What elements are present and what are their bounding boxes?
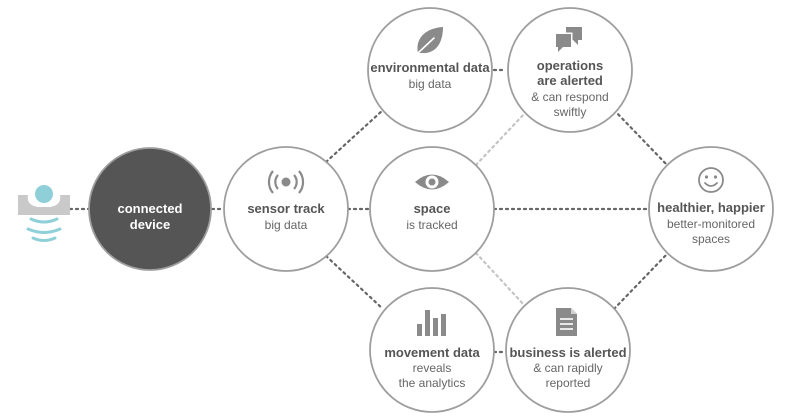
connector-track-to-movement xyxy=(324,254,385,311)
healthier-sub-1: better-monitored xyxy=(667,217,755,231)
movement-data-title: movement data xyxy=(384,345,480,360)
smiley-icon xyxy=(698,167,724,193)
business-sub-2: reported xyxy=(546,376,591,390)
business-title: business is alerted xyxy=(509,345,626,360)
operations-title-2: are alerted xyxy=(537,73,603,88)
connected-device-title-1: connected xyxy=(117,201,182,216)
broadcast-icon xyxy=(267,170,305,194)
bar-chart-icon xyxy=(417,310,446,336)
node-movement-data: movement data reveals the analytics xyxy=(369,287,495,413)
node-sensor-track: sensor track big data xyxy=(223,146,349,272)
connector-operations-to-healthier xyxy=(612,108,670,168)
eye-icon xyxy=(415,174,449,190)
leaf-icon xyxy=(417,27,443,54)
sensor-device-icon xyxy=(18,185,70,242)
environmental-data-title: environmental data xyxy=(370,60,490,75)
healthier-sub-2: spaces xyxy=(692,232,730,246)
sensor-track-title: sensor track xyxy=(247,201,325,216)
business-sub-1: & can rapidly xyxy=(533,361,602,375)
connected-device-title-2: device xyxy=(130,217,170,232)
document-icon xyxy=(556,308,577,336)
environmental-data-sub: big data xyxy=(409,77,452,91)
space-sub: is tracked xyxy=(406,218,457,232)
connectors xyxy=(68,68,670,354)
connector-business-to-healthier xyxy=(612,251,670,311)
connector-space-to-operations xyxy=(474,111,527,167)
node-healthier: healthier, happier better-monitored spac… xyxy=(648,146,774,272)
movement-data-sub-1: reveals xyxy=(413,361,452,375)
space-title: space xyxy=(414,201,451,216)
node-connected-device: connected device xyxy=(88,147,212,271)
operations-sub-1: & can respond xyxy=(531,90,608,104)
node-business: business is alerted & can rapidly report… xyxy=(505,287,631,413)
node-space: space is tracked xyxy=(369,146,495,272)
node-environmental-data: environmental data big data xyxy=(367,7,493,133)
healthier-title: healthier, happier xyxy=(657,200,765,215)
chat-bubbles-icon xyxy=(554,27,582,56)
sensor-track-sub: big data xyxy=(265,218,308,232)
connector-space-to-business xyxy=(474,251,527,308)
operations-title-1: operations xyxy=(537,58,603,73)
node-operations: operations are alerted & can respond swi… xyxy=(507,7,633,133)
operations-sub-2: swiftly xyxy=(554,105,587,119)
connector-track-to-environmental xyxy=(324,108,385,164)
movement-data-sub-2: the analytics xyxy=(399,376,466,390)
